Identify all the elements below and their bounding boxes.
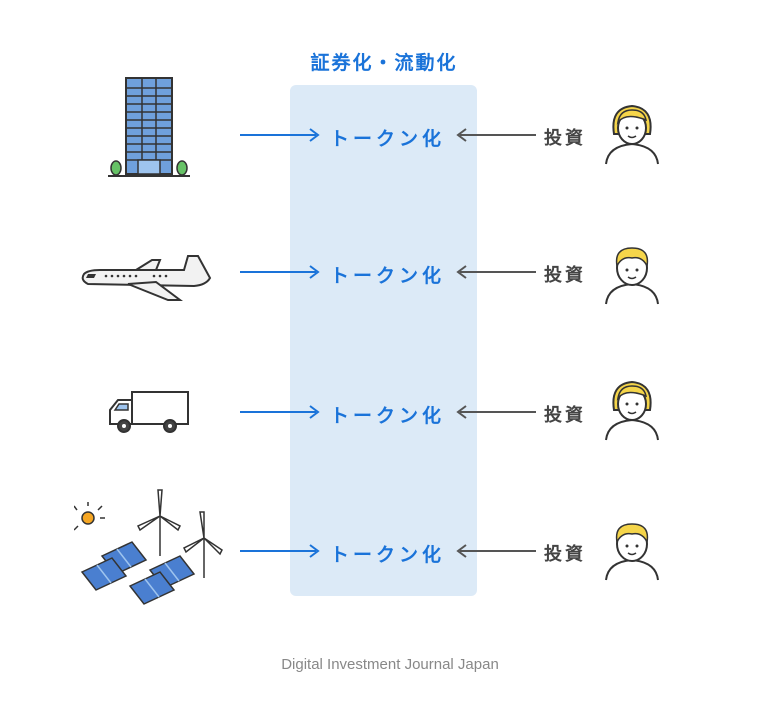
tokenize-arrow	[240, 265, 320, 279]
invest-arrow	[456, 544, 536, 558]
renewable-energy-icon	[74, 489, 223, 605]
sun-icon	[74, 502, 105, 531]
airplane-icon	[81, 255, 212, 301]
diagram-title: 証券化・流動化	[310, 52, 458, 74]
invest-arrow	[456, 405, 536, 419]
securitization-panel	[290, 85, 477, 596]
wind-turbine-icon	[136, 489, 223, 578]
token-label: トークン化	[330, 128, 446, 150]
tokenize-arrow	[240, 544, 320, 558]
man-icon	[605, 523, 659, 581]
token-label: トークン化	[330, 265, 446, 287]
invest-label: 投資	[544, 128, 586, 149]
invest-label: 投資	[544, 405, 586, 426]
building-icon	[108, 77, 190, 177]
woman-icon	[605, 104, 659, 165]
token-label: トークン化	[330, 405, 446, 427]
invest-label: 投資	[544, 265, 586, 286]
man-icon	[605, 247, 659, 305]
invest-label: 投資	[544, 544, 586, 565]
solar-panel-icon	[80, 541, 196, 605]
tokenize-arrow	[240, 405, 320, 419]
tokenize-arrow	[240, 128, 320, 142]
token-label: トークン化	[330, 544, 446, 566]
footer-credit: Digital Investment Journal Japan	[281, 656, 499, 673]
woman-icon	[605, 380, 659, 441]
invest-arrow	[456, 128, 536, 142]
invest-arrow	[456, 265, 536, 279]
truck-icon	[109, 391, 189, 433]
